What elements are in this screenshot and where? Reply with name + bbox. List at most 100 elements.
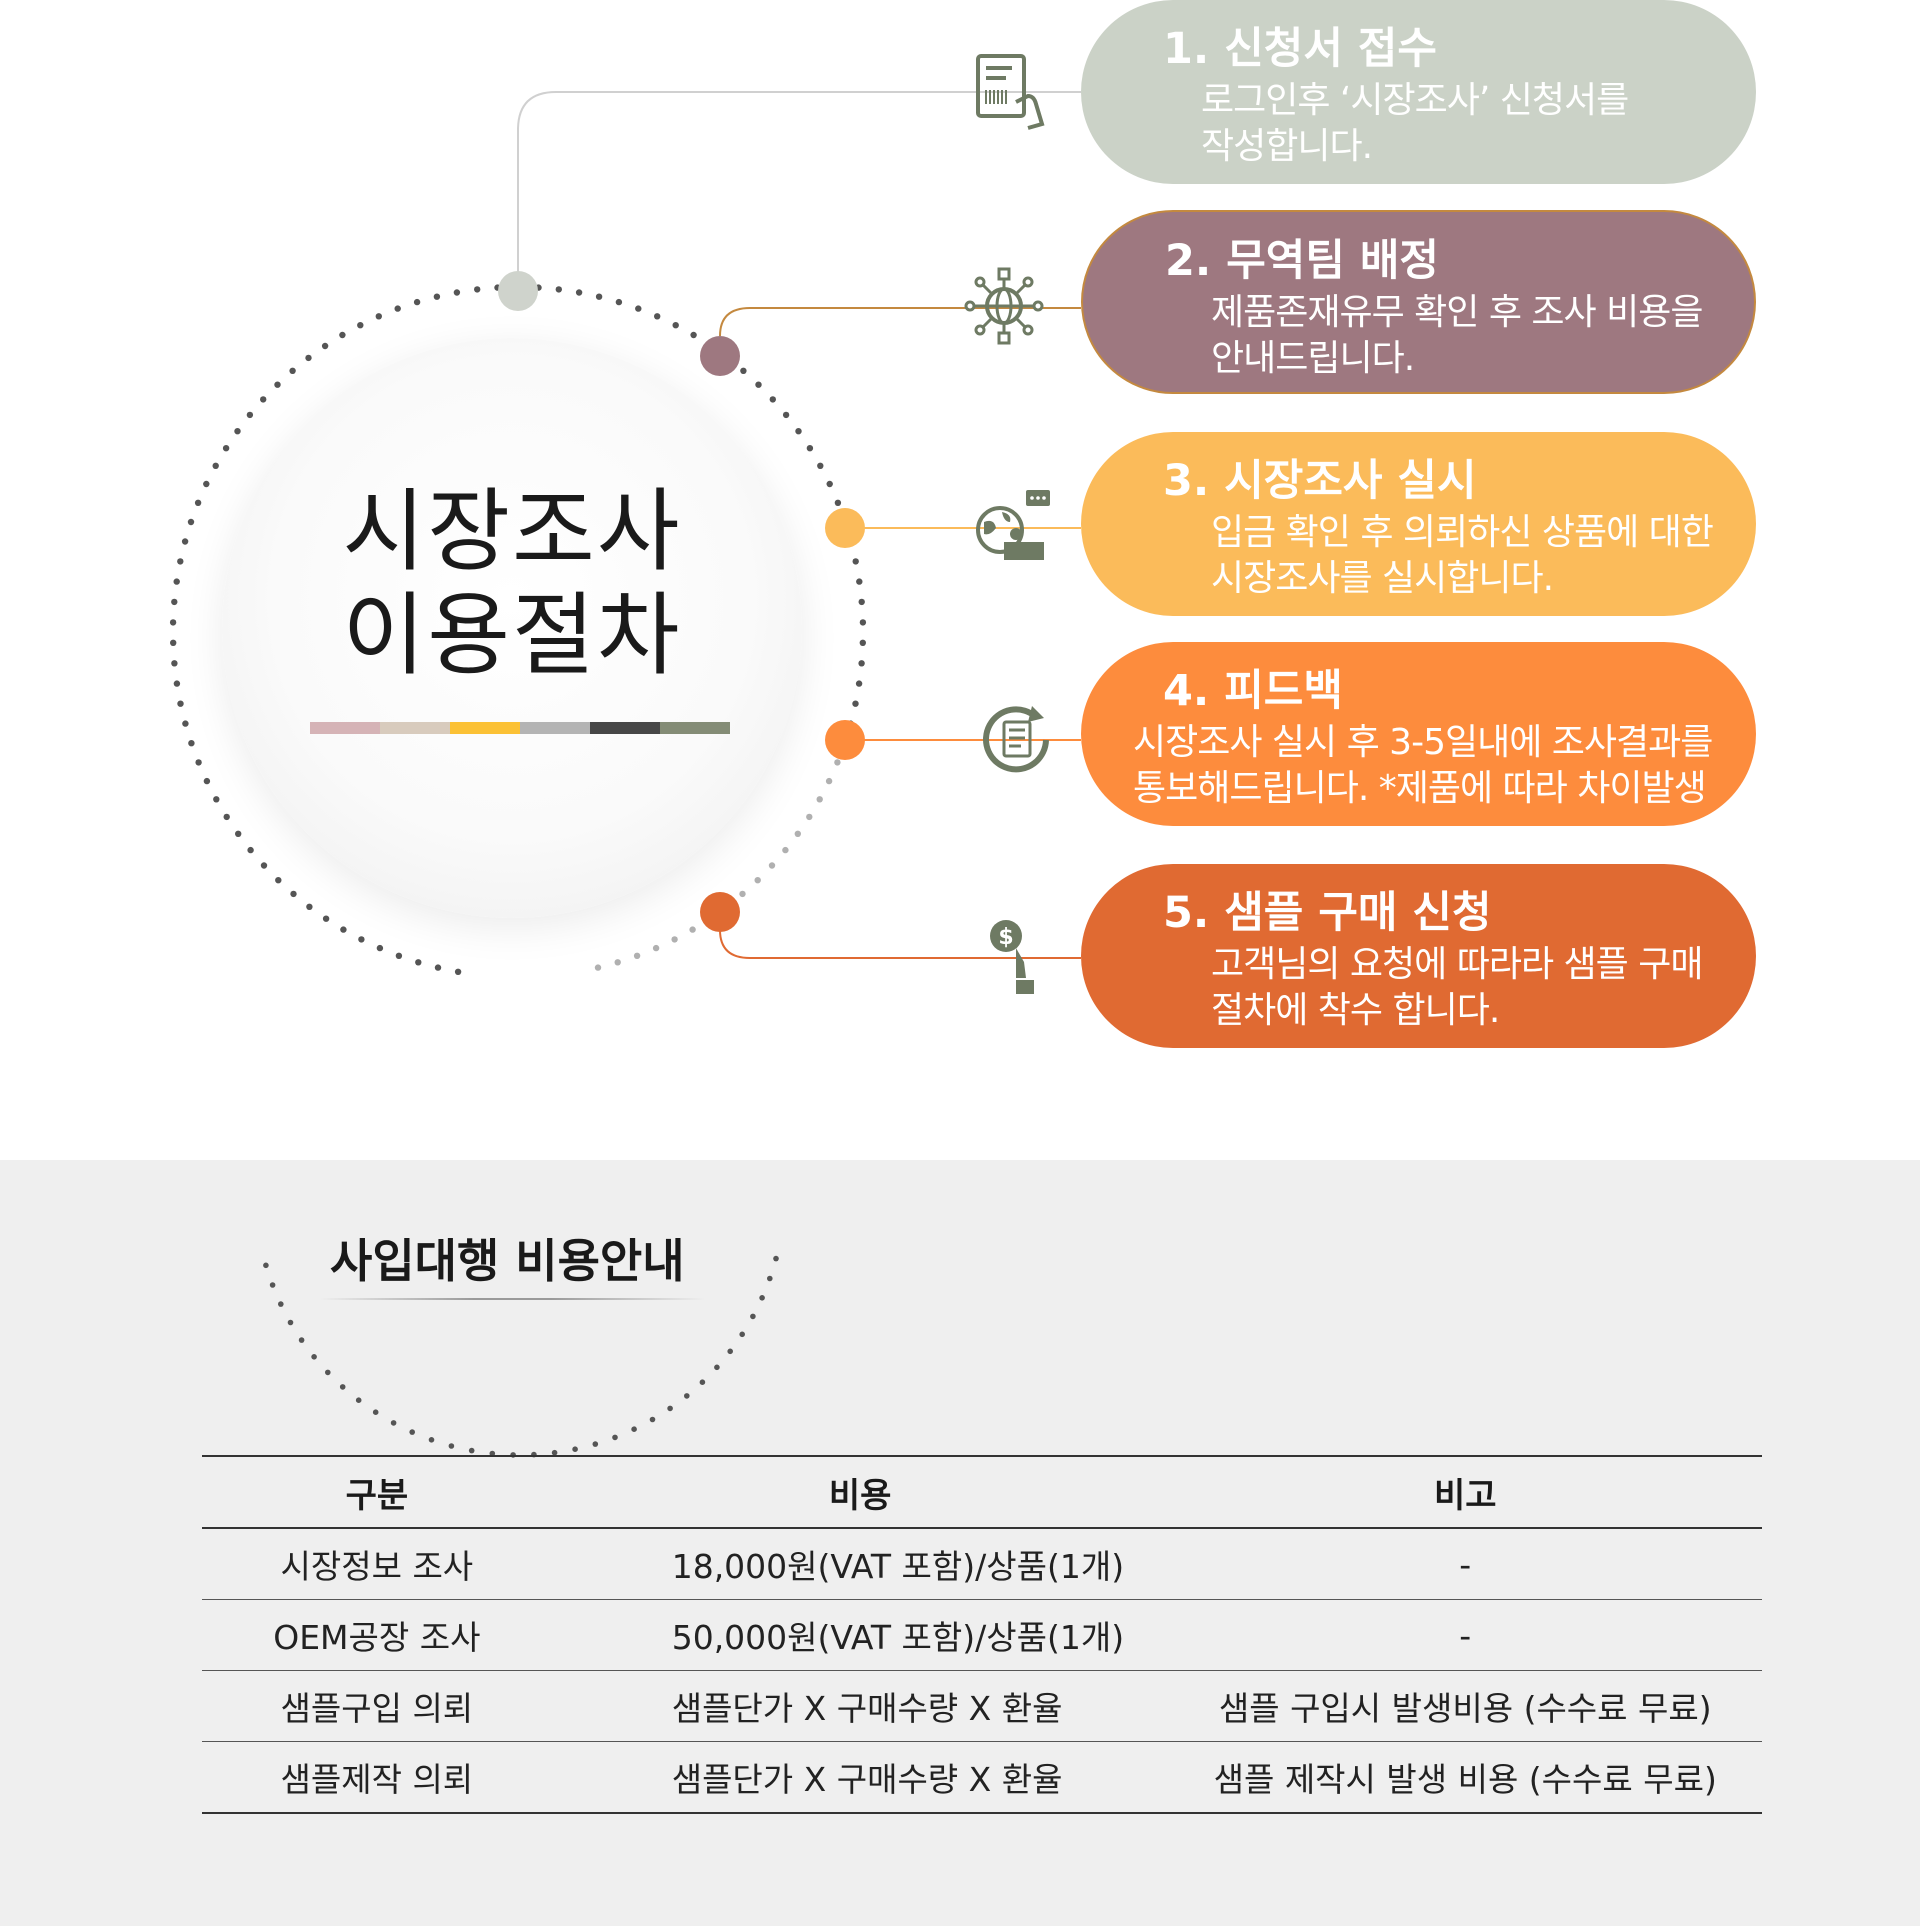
table-row: 샘플제작 의뢰 샘플단가 X 구매수량 X 환율 샘플 제작시 발생 비용 (수… xyxy=(202,1741,1762,1814)
ring-dot xyxy=(173,680,181,687)
ring-dot xyxy=(203,777,211,785)
ring-dot xyxy=(834,759,841,766)
ring-dot xyxy=(555,286,562,293)
ring-dot xyxy=(298,1337,305,1343)
ring-dot xyxy=(223,813,230,821)
ring-dot xyxy=(672,322,679,329)
palette-swatch xyxy=(380,722,450,734)
ring-dot xyxy=(468,1447,475,1454)
ring-dot xyxy=(415,959,422,966)
node-dot-5 xyxy=(700,892,740,932)
ring-dot xyxy=(769,396,776,403)
step-1-desc: 로그인후 ‘시장조사’ 신청서를 작성합니다. xyxy=(1201,78,1629,170)
ring-dot xyxy=(263,1262,269,1269)
ring-dot xyxy=(195,759,202,766)
center-title-line2: 이용절차 xyxy=(342,583,682,688)
ring-dot xyxy=(247,846,254,854)
center-title-line1: 시장조사 xyxy=(342,479,682,584)
ring-dot xyxy=(260,862,268,869)
ring-dot xyxy=(474,286,481,293)
ring-dot xyxy=(390,1420,397,1426)
palette-swatch xyxy=(590,722,660,734)
ring-dot xyxy=(433,293,441,300)
palette-swatch xyxy=(520,722,590,734)
step-3-title: 3. 시장조사 실시 xyxy=(1163,456,1477,506)
ring-dot xyxy=(727,1348,733,1355)
ring-dot xyxy=(740,367,747,374)
center-title: 시장조사 이용절차 xyxy=(222,480,802,688)
ring-dot xyxy=(755,381,762,388)
ring-dot xyxy=(595,293,603,300)
step-3-desc-line2: 시장조사를 실시합니다. xyxy=(1211,558,1554,599)
ring-dot xyxy=(594,964,602,971)
ring-dot xyxy=(395,952,403,959)
step-1-title: 1. 신청서 접수 xyxy=(1163,24,1437,74)
cell-category: 샘플구입 의뢰 xyxy=(202,1670,552,1742)
node-dot-4 xyxy=(825,720,865,760)
ring-dot xyxy=(194,499,202,506)
ring-dot xyxy=(782,411,790,419)
ring-dot xyxy=(551,1449,558,1456)
ring-dot xyxy=(177,558,184,565)
ring-dot xyxy=(855,680,863,687)
ring-dot xyxy=(826,480,833,488)
ring-dot xyxy=(321,342,329,350)
ring-dot xyxy=(269,1282,276,1288)
ring-dot xyxy=(413,298,421,306)
palette-swatch xyxy=(450,722,520,734)
step-3-desc: 입금 확인 후 의뢰하신 상품에 대한 시장조사를 실시합니다. xyxy=(1211,510,1714,602)
ring-dot xyxy=(355,1397,362,1403)
ring-dot xyxy=(375,313,382,320)
step-2-card: 2. 무역팀 배정 제품존재유무 확인 후 조사 비용을 안내드립니다. xyxy=(1081,210,1756,394)
application-form-icon xyxy=(976,54,1045,130)
ring-dot xyxy=(767,1275,773,1282)
ring-dot xyxy=(203,480,210,488)
cell-category: 샘플제작 의뢰 xyxy=(202,1741,552,1814)
ring-dot xyxy=(739,890,746,898)
ring-dot xyxy=(287,1319,294,1326)
node-dot-1 xyxy=(498,271,538,311)
cost-table: 구분 비용 비고 시장정보 조사 18,000원(VAT 포함)/상품(1개) … xyxy=(202,1455,1762,1814)
step-1-desc-line1: 로그인후 ‘시장조사’ 신청서를 xyxy=(1201,80,1629,121)
ring-dot xyxy=(339,331,346,339)
step-5-desc-line2: 절차에 착수 합니다. xyxy=(1211,990,1500,1031)
ring-dot xyxy=(340,926,347,933)
step-4-desc-line1: 시장조사 실시 후 3-5일내에 조사결과를 xyxy=(1133,722,1713,763)
palette-swatch xyxy=(660,722,730,734)
ring-dot xyxy=(489,1450,496,1457)
step-5-desc-line1: 고객님의 요청에 따라라 샘플 구매 xyxy=(1211,944,1703,985)
ring-dot xyxy=(434,964,442,971)
ring-dot xyxy=(795,428,802,435)
ring-dot xyxy=(170,639,177,646)
step-1-desc-line2: 작성합니다. xyxy=(1201,126,1373,167)
ring-dot xyxy=(572,1446,578,1452)
ring-dot xyxy=(825,777,833,785)
ring-dot xyxy=(428,1437,435,1443)
ring-dot xyxy=(690,331,697,339)
center-circle xyxy=(222,338,802,918)
title-underline xyxy=(320,1298,705,1300)
step-3-desc-line1: 입금 확인 후 의뢰하신 상품에 대한 xyxy=(1211,512,1714,553)
ring-dot xyxy=(173,578,180,585)
ring-dot xyxy=(339,1384,346,1390)
node-dot-3 xyxy=(825,508,865,548)
ring-dot xyxy=(575,289,583,296)
node-dot-2 xyxy=(700,336,740,376)
ring-dot xyxy=(290,890,297,898)
ring-dot xyxy=(768,862,776,869)
ring-dot xyxy=(633,952,641,959)
ring-dot xyxy=(169,619,177,626)
table-row: 샘플구입 의뢰 샘플단가 X 구매수량 X 환율 샘플 구입시 발생비용 (수수… xyxy=(202,1670,1762,1742)
ring-dot xyxy=(305,354,312,362)
ring-dot xyxy=(306,903,313,910)
ring-dot xyxy=(635,305,642,312)
ring-dot xyxy=(773,1255,779,1262)
ring-dot xyxy=(858,660,865,667)
ring-dot xyxy=(275,877,282,884)
cell-note: - xyxy=(1168,1599,1762,1671)
ring-dot xyxy=(759,1295,765,1301)
cell-cost: 샘플단가 X 구매수량 X 환율 xyxy=(551,1670,1169,1742)
ring-dot xyxy=(322,915,330,922)
cell-category: 시장정보 조사 xyxy=(202,1528,552,1600)
